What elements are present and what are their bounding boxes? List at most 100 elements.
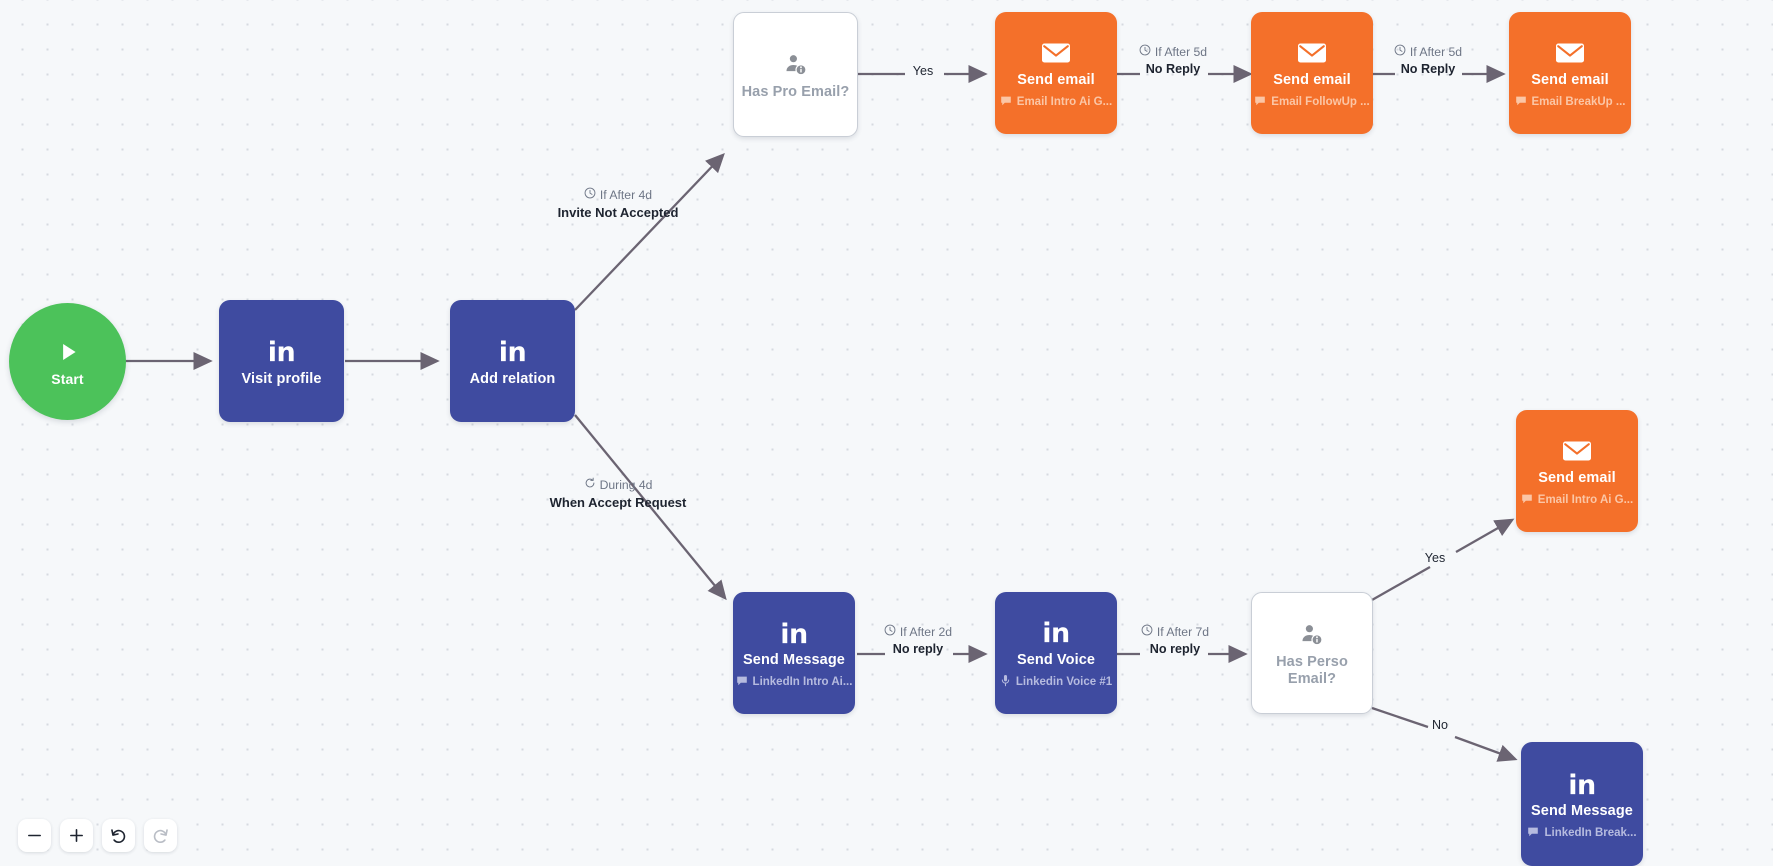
- node-send-email-4[interactable]: Send email Email Intro Ai G...: [1516, 410, 1638, 532]
- node-has-perso-email[interactable]: Has Perso Email?: [1251, 592, 1373, 714]
- edge-condition-text: If After 7d: [1156, 624, 1210, 639]
- message-tag-icon: [736, 675, 748, 690]
- node-subtitle: Email FollowUp ...: [1254, 95, 1370, 110]
- node-title: Send Message: [743, 652, 845, 669]
- node-visit-profile[interactable]: in Visit profile: [219, 300, 344, 422]
- message-tag-icon: [1521, 493, 1533, 508]
- clock-icon: [1141, 624, 1153, 641]
- refresh-icon: [584, 477, 596, 494]
- node-subtitle-text: Linkedin Voice #1: [1015, 676, 1113, 689]
- linkedin-icon: in: [1568, 769, 1596, 801]
- edge-hasperso-msg2-b: [1454, 735, 1518, 762]
- edge-label-text: No reply: [892, 641, 944, 656]
- redo-icon: [151, 826, 170, 845]
- edge-label-relation-msg1: During 4d When Accept Request: [528, 477, 708, 511]
- node-subtitle: Email BreakUp ...: [1515, 95, 1626, 110]
- envelope-icon: [1041, 36, 1071, 70]
- linkedin-icon: in: [267, 337, 296, 369]
- edge-hasperso-msg2-a: [1371, 706, 1429, 729]
- user-info-icon: [1299, 618, 1325, 652]
- node-title: Send email: [1017, 72, 1095, 89]
- node-title: Visit profile: [241, 370, 322, 387]
- node-title: Send Message: [1531, 803, 1633, 820]
- clock-icon: [1394, 44, 1406, 61]
- node-send-message-1[interactable]: in Send Message LinkedIn Intro Ai...: [733, 592, 855, 714]
- edge-label-msg1-voice: If After 2d No reply: [843, 624, 993, 658]
- edge-relation-haspro: [574, 153, 725, 311]
- edge-label-hasperso-msg2: No: [1415, 717, 1465, 734]
- edge-label-voice-hasperso: If After 7d No reply: [1100, 624, 1250, 658]
- zoom-in-button[interactable]: [60, 819, 93, 852]
- microphone-icon: [1000, 674, 1011, 690]
- message-tag-icon: [1254, 95, 1266, 110]
- zoom-out-button[interactable]: [18, 819, 51, 852]
- node-send-email-1[interactable]: Send email Email Intro Ai G...: [995, 12, 1117, 134]
- play-icon: [55, 335, 81, 369]
- node-subtitle: LinkedIn Break...: [1527, 826, 1637, 841]
- edge-label-text: No reply: [1149, 641, 1201, 656]
- node-subtitle-text: Email BreakUp ...: [1531, 96, 1626, 109]
- node-title: Has Pro Email?: [741, 84, 850, 101]
- node-title: Has Perso Email?: [1276, 654, 1348, 687]
- undo-button[interactable]: [102, 819, 135, 852]
- edge-condition-text: If After 5d: [1409, 44, 1463, 59]
- canvas-toolbar: [18, 819, 177, 852]
- node-subtitle-text: LinkedIn Intro Ai...: [752, 676, 853, 689]
- edge-label-text: No Reply: [1400, 61, 1456, 76]
- node-send-message-2[interactable]: in Send Message LinkedIn Break...: [1521, 742, 1643, 866]
- edge-condition-text: If After 5d: [1154, 44, 1208, 59]
- edge-label-text: Invite Not Accepted: [557, 204, 679, 220]
- edge-label-email1-email2: If After 5d No Reply: [1098, 44, 1248, 78]
- node-has-pro-email[interactable]: Has Pro Email?: [733, 12, 858, 137]
- node-subtitle-text: LinkedIn Break...: [1544, 827, 1637, 840]
- node-subtitle-text: Email Intro Ai G...: [1537, 494, 1634, 507]
- edge-label-text: When Accept Request: [549, 494, 687, 510]
- node-subtitle-text: Email FollowUp ...: [1271, 96, 1370, 109]
- edge-label-text: No: [1432, 718, 1448, 732]
- node-send-email-2[interactable]: Send email Email FollowUp ...: [1251, 12, 1373, 134]
- node-subtitle: Email Intro Ai G...: [1000, 95, 1112, 110]
- node-subtitle-text: Email Intro Ai G...: [1016, 96, 1113, 109]
- edge-condition-text: If After 4d: [599, 187, 653, 202]
- edge-label-haspro-email1: Yes: [888, 63, 958, 80]
- node-title: Start: [51, 371, 84, 388]
- node-title: Send Voice: [1016, 651, 1096, 668]
- clock-icon: [584, 187, 596, 204]
- envelope-icon: [1297, 36, 1327, 70]
- clock-icon: [884, 624, 896, 641]
- edge-hasperso-email4-a: [1371, 566, 1431, 601]
- node-send-voice[interactable]: in Send Voice Linkedin Voice #1: [995, 592, 1117, 714]
- edge-label-text: No Reply: [1145, 61, 1201, 76]
- edge-condition-text: If After 2d: [899, 624, 953, 639]
- linkedin-icon: in: [498, 337, 527, 369]
- message-tag-icon: [1000, 95, 1012, 110]
- edge-label-email2-email3: If After 5d No Reply: [1353, 44, 1503, 78]
- edge-label-relation-haspro: If After 4d Invite Not Accepted: [528, 187, 708, 221]
- node-title: Send email: [1531, 72, 1609, 89]
- node-subtitle: Email Intro Ai G...: [1521, 493, 1633, 508]
- message-tag-icon: [1515, 95, 1527, 110]
- node-title: Send email: [1538, 470, 1616, 487]
- envelope-icon: [1562, 434, 1592, 468]
- node-title: Send email: [1273, 72, 1351, 89]
- node-title: Add relation: [469, 370, 556, 387]
- node-subtitle: LinkedIn Intro Ai...: [736, 675, 853, 690]
- envelope-icon: [1555, 36, 1585, 70]
- node-send-email-3[interactable]: Send email Email BreakUp ...: [1509, 12, 1631, 134]
- edge-condition-text: During 4d: [599, 477, 653, 492]
- redo-button[interactable]: [144, 819, 177, 852]
- edge-hasperso-email4-b: [1455, 518, 1515, 553]
- node-add-relation[interactable]: in Add relation: [450, 300, 575, 422]
- node-start[interactable]: Start: [9, 303, 126, 420]
- clock-icon: [1139, 44, 1151, 61]
- message-tag-icon: [1527, 826, 1539, 841]
- edge-relation-msg1: [574, 414, 727, 601]
- plus-icon: [68, 827, 85, 844]
- edge-label-hasperso-email4: Yes: [1410, 550, 1460, 567]
- edge-label-text: Yes: [1424, 551, 1446, 565]
- node-subtitle: Linkedin Voice #1: [1000, 674, 1112, 690]
- user-info-icon: [783, 48, 809, 82]
- linkedin-icon: in: [1042, 618, 1070, 650]
